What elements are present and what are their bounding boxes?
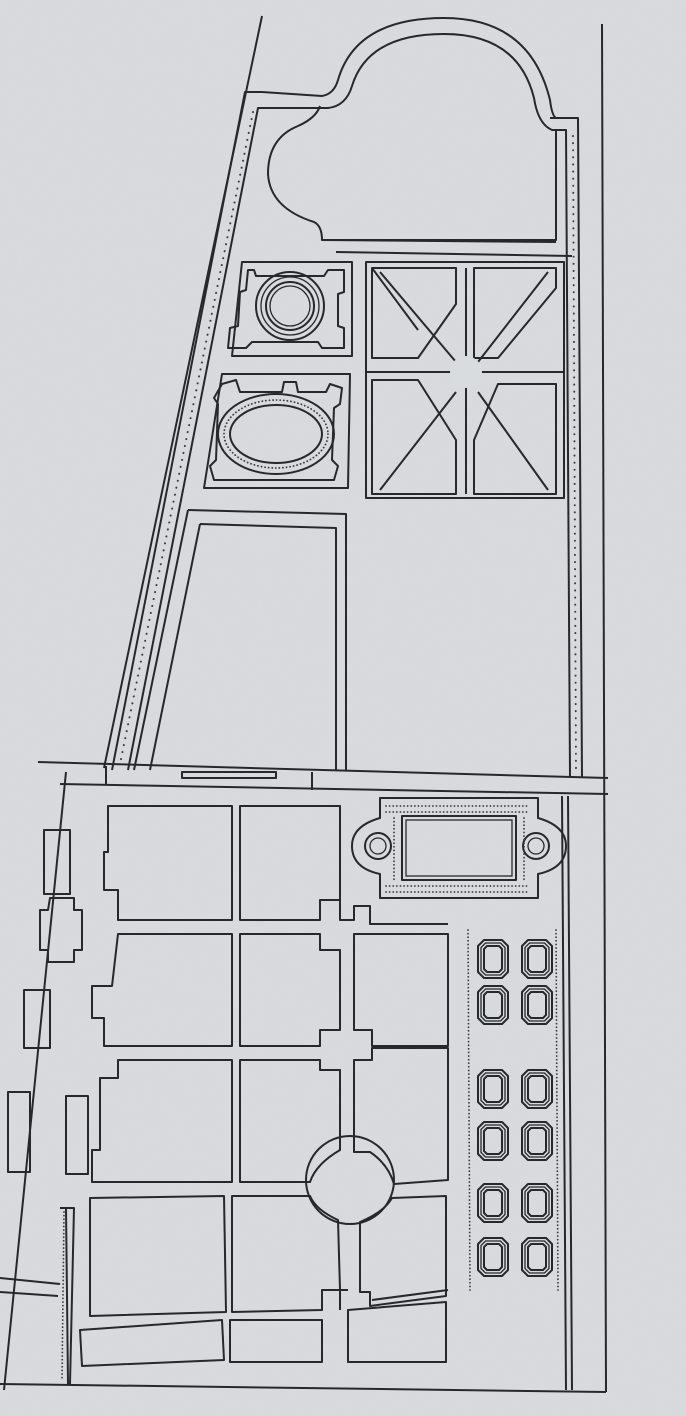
planting-bed	[521, 1069, 553, 1109]
planting-bed	[477, 1121, 509, 1161]
planting-bed	[477, 1237, 509, 1277]
small-beds-column	[467, 929, 559, 1291]
lower-garden	[0, 795, 573, 1391]
radiating-parterre	[365, 261, 565, 499]
planting-bed	[477, 985, 509, 1025]
planting-bed	[521, 985, 553, 1025]
dividing-wall-details	[105, 766, 313, 790]
planting-bed	[477, 939, 509, 979]
east-avenue	[550, 117, 583, 779]
planting-bed	[521, 939, 553, 979]
oval-basin-bed	[203, 373, 351, 489]
circular-basin-bed	[227, 261, 353, 357]
planting-bed	[477, 1183, 509, 1223]
west-avenue	[111, 91, 280, 771]
planting-bed	[521, 1183, 553, 1223]
planting-bed	[521, 1121, 553, 1161]
long-bosquet	[133, 509, 347, 771]
planting-bed	[477, 1069, 509, 1109]
dotted-basin	[351, 797, 567, 899]
apse-parterre	[261, 17, 573, 257]
planting-bed	[521, 1237, 553, 1277]
